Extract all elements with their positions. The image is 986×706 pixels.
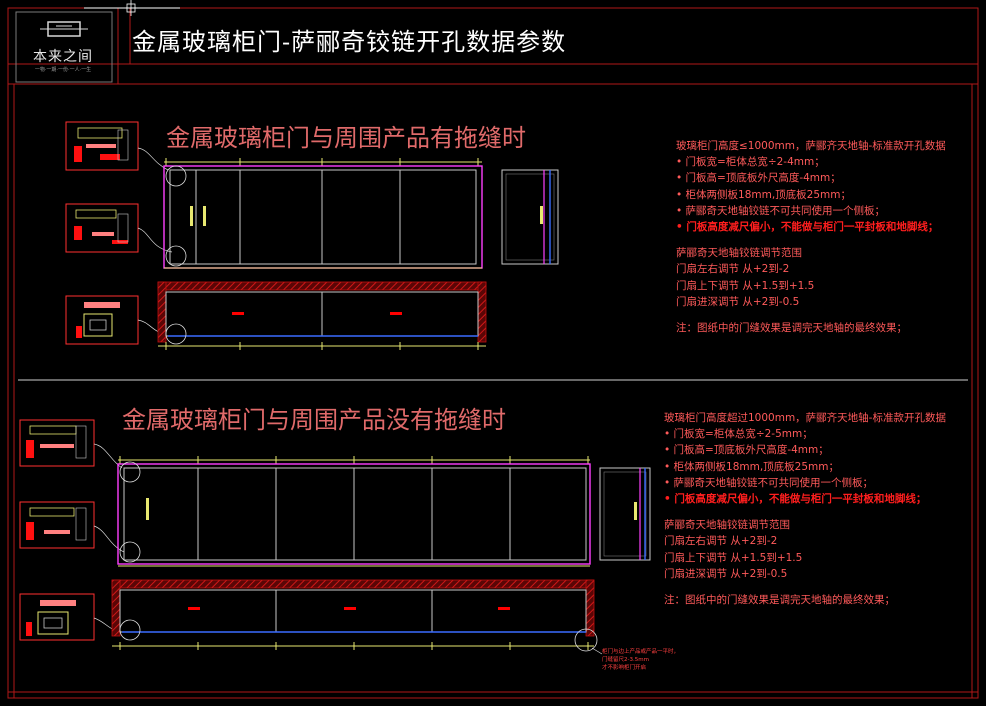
note-line: • 柜体两侧板18mm,顶底板25mm；	[664, 460, 840, 473]
cabinet-side-elevation	[599, 467, 651, 561]
adjust-title: 萨郦奇天地轴铰链调节范围	[676, 247, 802, 260]
spec-notes: 玻璃柜门高度超过1000mm，萨郦齐天地轴-标准款开孔数据 • 门板宽=柜体总宽…	[664, 410, 946, 608]
adjust-item: 门扇左右调节 从+2到-2	[676, 263, 790, 276]
spec-notes: 玻璃柜门高度≤1000mm，萨郦齐天地轴-标准款开孔数据 • 门板宽=柜体总宽÷…	[676, 138, 946, 336]
cabinet-front-elevation	[117, 456, 591, 567]
section-heading: 金属玻璃柜门与周围产品没有拖缝时	[122, 406, 506, 434]
hinge-detail-icon	[19, 593, 95, 641]
section-heading: 金属玻璃柜门与周围产品有拖缝时	[166, 124, 526, 152]
cabinet-front-elevation	[163, 158, 483, 269]
note-warning: • 门板高度减尺偏小，不能做与柜门一平封板和地脚线；	[676, 221, 939, 234]
note-line: 玻璃柜门高度超过1000mm，萨郦齐天地轴-标准款开孔数据	[664, 412, 946, 424]
footnote: 注：图纸中的门缝效果是调完天地轴的最终效果；	[676, 322, 907, 335]
note-line: • 门板宽=柜体总宽÷2-5mm；	[664, 428, 813, 441]
note-line: • 萨郦奇天地轴铰链不可共同使用一个侧板；	[676, 204, 886, 217]
footnote: 注：图纸中的门缝效果是调完天地轴的最终效果；	[664, 594, 895, 607]
sheet-title: 金属玻璃柜门-萨郦奇铰链开孔数据参数	[132, 28, 567, 56]
hinge-detail-icon	[65, 295, 139, 345]
sheet-frame	[7, 7, 979, 699]
gap-callout-note: 柜门与边上产品或产品一平时， 门缝留尺2-3.5mm 才不影响柜门开启	[602, 649, 680, 671]
note-line: • 门板宽=柜体总宽÷2-4mm；	[676, 156, 825, 169]
hinge-detail-icon	[65, 203, 139, 253]
cabinet-plan-view	[157, 281, 487, 350]
hinge-detail-icon	[19, 501, 95, 549]
adjust-item: 门扇进深调节 从+2到-0.5	[676, 295, 800, 308]
hinge-detail-icon	[65, 121, 139, 171]
adjust-item: 门扇上下调节 从+1.5到+1.5	[676, 279, 815, 292]
note-line: • 柜体两侧板18mm,顶底板25mm；	[676, 188, 852, 201]
note-line: • 门板高=顶底板外尺高度-4mm；	[664, 444, 829, 457]
adjust-item: 门扇左右调节 从+2到-2	[664, 535, 778, 548]
note-warning: • 门板高度减尺偏小，不能做与柜门一平封板和地脚线；	[664, 493, 927, 506]
hinge-detail-icon	[19, 419, 95, 467]
adjust-title: 萨郦奇天地轴铰链调节范围	[664, 519, 790, 532]
adjust-item: 门扇上下调节 从+1.5到+1.5	[664, 551, 803, 564]
note-line: • 门板高=顶底板外尺高度-4mm；	[676, 172, 841, 185]
logo-subtext: 一物·一期·一份·一人·一生	[34, 67, 92, 73]
logo-text: 本来之间	[33, 49, 93, 65]
logo-mark-icon	[15, 11, 113, 83]
cabinet-plan-view	[111, 579, 603, 655]
adjust-item: 门扇进深调节 从+2到-0.5	[664, 567, 788, 580]
note-line: 玻璃柜门高度≤1000mm，萨郦齐天地轴-标准款开孔数据	[676, 140, 946, 152]
cabinet-side-elevation	[501, 169, 559, 265]
note-line: • 萨郦奇天地轴铰链不可共同使用一个侧板；	[664, 476, 874, 489]
